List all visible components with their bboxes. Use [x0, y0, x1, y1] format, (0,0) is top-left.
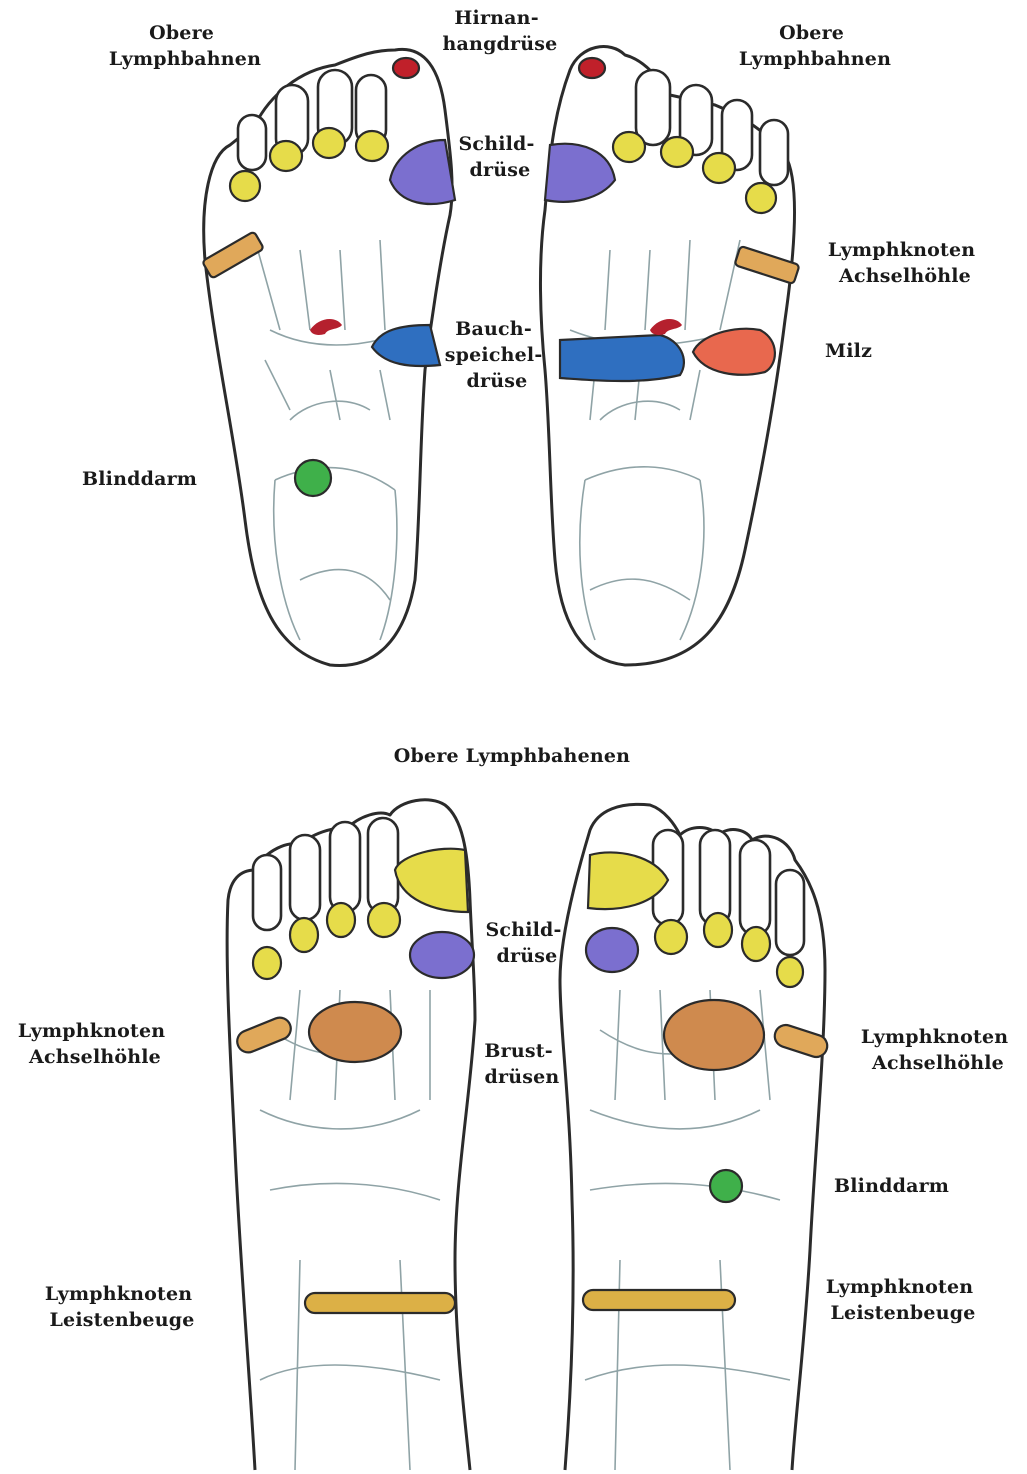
toe-shape [636, 70, 670, 145]
label-appendix-bottom: Blinddarm [834, 1175, 949, 1197]
upper-lymph-zone [230, 171, 260, 201]
label-pituitary: Hirnan- hangdrüse [443, 7, 558, 55]
upper-lymph-zone [613, 132, 645, 162]
upper-lymph-zone [746, 183, 776, 213]
label-pancreas: Bauch- speichel- drüse [445, 318, 550, 392]
toe-shape [368, 818, 398, 913]
sole-right-foot [540, 47, 799, 665]
label-upper-lymph-right: Obere Lymphbahnen [739, 22, 891, 70]
thyroid-zone [410, 932, 474, 978]
upper-lymph-zone [703, 153, 735, 183]
groin-lymph-zone [305, 1293, 455, 1313]
dorsum-left-foot [227, 800, 475, 1470]
label-thyroid-bottom: Schild- drüse [486, 919, 569, 967]
label-groin-lymph-right: Lymphknoten Leistenbeuge [826, 1276, 980, 1324]
thyroid-zone [586, 928, 638, 972]
upper-lymph-zone [290, 918, 318, 952]
upper-lymph-zone [704, 913, 732, 947]
pituitary-zone [393, 58, 419, 78]
label-breast-glands: Brust- drüsen [484, 1040, 559, 1088]
sole-left-foot [202, 49, 455, 665]
breast-gland-zone [309, 1002, 401, 1062]
breast-gland-zone [664, 1000, 764, 1070]
upper-lymph-zone [655, 920, 687, 954]
label-thyroid-top: Schild- drüse [459, 133, 542, 181]
label-axilla-lymph-bottom-right: Lymphknoten Achselhöhle [861, 1026, 1015, 1074]
label-axilla-lymph-top: Lymphknoten Achselhöhle [828, 239, 982, 287]
upper-lymph-zone [313, 128, 345, 158]
upper-lymph-zone [368, 903, 400, 937]
toe-shape [253, 855, 281, 930]
upper-lymph-zone [253, 947, 281, 979]
pancreas-zone [560, 335, 684, 381]
groin-lymph-zone [583, 1290, 735, 1310]
upper-lymph-zone [742, 927, 770, 961]
label-appendix-top: Blinddarm [82, 468, 197, 490]
upper-lymph-zone [270, 141, 302, 171]
appendix-zone [710, 1170, 742, 1202]
label-groin-lymph-left: Lymphknoten Leistenbeuge [45, 1283, 199, 1331]
upper-lymph-zone [327, 903, 355, 937]
label-axilla-lymph-bottom-left: Lymphknoten Achselhöhle [18, 1020, 172, 1068]
toe-shape [330, 822, 360, 912]
toe-shape [740, 840, 770, 935]
pituitary-zone [579, 58, 605, 78]
appendix-zone [295, 460, 331, 496]
toe-shape [776, 870, 804, 955]
toe-shape [290, 835, 320, 920]
label-upper-lymph-bottom: Obere Lymphbahenen [394, 745, 630, 767]
toe-shape [760, 120, 788, 185]
toe-shape [700, 830, 730, 925]
toe-shape [238, 115, 266, 170]
label-spleen: Milz [825, 340, 872, 362]
upper-lymph-zone [356, 131, 388, 161]
label-upper-lymph-left: Obere Lymphbahnen [109, 22, 261, 70]
upper-lymph-zone [661, 137, 693, 167]
dorsum-right-foot [560, 804, 830, 1470]
upper-lymph-zone [777, 957, 803, 987]
